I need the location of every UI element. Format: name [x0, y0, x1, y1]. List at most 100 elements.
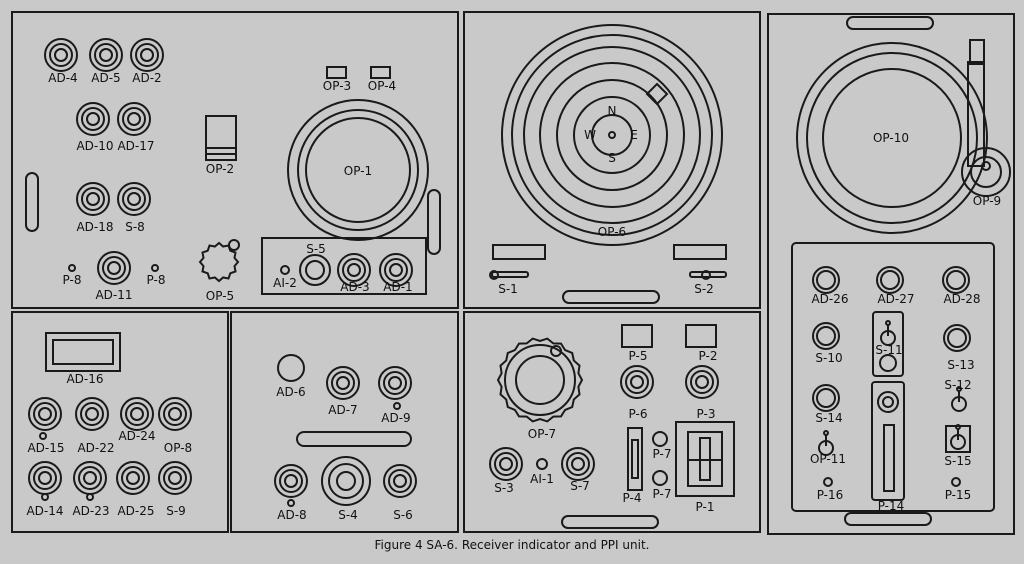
- label-ad6: AD-6: [276, 385, 305, 399]
- pilot-p7-lower: [652, 470, 668, 486]
- ppi-op6-ring-2: [523, 46, 701, 224]
- pilot-p15: [951, 477, 961, 487]
- ppi-op6-ring-5: [573, 96, 651, 174]
- jack-ad7-hole: [336, 376, 350, 390]
- jack-s3-ring: [494, 452, 518, 476]
- knob-s14: [812, 384, 840, 412]
- jack-s6-hole: [393, 474, 407, 488]
- knob-op7-ring: [504, 344, 576, 416]
- meter-ad16-window: [52, 339, 114, 365]
- pilot-ad15: [39, 432, 47, 440]
- panel-ppi-upper: [463, 11, 761, 309]
- label-ad22: AD-22: [77, 441, 114, 455]
- jack-ad3-ring: [342, 258, 366, 282]
- jack-ad5-hole: [99, 48, 113, 62]
- label-p8b: P-8: [147, 273, 166, 287]
- meter-p1: [675, 421, 735, 497]
- pilot-p8-right: [151, 264, 159, 272]
- jack-p3-hole: [695, 375, 709, 389]
- meter-p4: [627, 427, 643, 491]
- label-ad16: AD-16: [66, 372, 103, 386]
- label-ad15: AD-15: [27, 441, 64, 455]
- switch-plate-s11: [872, 311, 904, 377]
- label-ad23: AD-23: [72, 504, 109, 518]
- label-s10: S-10: [815, 351, 842, 365]
- meter-p5: [621, 324, 653, 348]
- jack-ad8: [274, 464, 308, 498]
- jack-ad3: [337, 253, 371, 287]
- label-ad11: AD-11: [95, 288, 132, 302]
- knob-s4-mid: [328, 463, 364, 499]
- label-ad24: AD-24: [118, 429, 155, 443]
- jack-s3-hole: [499, 457, 513, 471]
- label-ad17: AD-17: [117, 139, 154, 153]
- jack-s6-ring: [388, 469, 412, 493]
- label-op6: OP-6: [598, 225, 626, 239]
- label-ad8: AD-8: [277, 508, 306, 522]
- label-ad28: AD-28: [943, 292, 980, 306]
- pilot-p7-upper: [652, 431, 668, 447]
- jack-ad11-hole: [107, 261, 121, 275]
- jack-p6: [620, 365, 654, 399]
- label-p6: P-6: [629, 407, 648, 421]
- jack-ad1: [379, 253, 413, 287]
- panel-lower-left-a: [11, 311, 229, 533]
- arm-op9-top: [969, 39, 985, 65]
- jack-ad8-s8-ring: [122, 187, 146, 211]
- scope-op1-bezel: [287, 99, 429, 241]
- label-ad5: AD-5: [91, 71, 120, 85]
- knob-op5-screw: [228, 239, 240, 251]
- switch-plate-s5: [261, 237, 427, 295]
- knob-s10-inner: [816, 326, 836, 346]
- jack-ad18-ring: [81, 187, 105, 211]
- label-p3: P-3: [697, 407, 716, 421]
- meter-ad16: [45, 332, 121, 372]
- jack-ad24-ring: [125, 402, 149, 426]
- label-p7b: P-7: [653, 487, 672, 501]
- label-s3: S-3: [494, 481, 514, 495]
- jack-s9: [158, 461, 192, 495]
- toggle-s11-tip: [885, 320, 891, 326]
- jack-ad25: [116, 461, 150, 495]
- ppi-op6-ring-4: [556, 79, 668, 191]
- jack-ad9-ring: [383, 371, 407, 395]
- scope-op10-bezel: [796, 42, 988, 234]
- jack-ad11-ring: [102, 256, 126, 280]
- switch-s1-knob: [489, 270, 499, 280]
- jack-op8-ring: [163, 402, 187, 426]
- jack-ad17-hole: [127, 112, 141, 126]
- switch-s2-knob: [701, 270, 711, 280]
- label-s7: S-7: [570, 479, 590, 493]
- label-s5: S-5: [306, 242, 326, 256]
- pilot-p8-left: [68, 264, 76, 272]
- label-s8: S-8: [125, 220, 145, 234]
- label-ad10: AD-10: [76, 139, 113, 153]
- meter-p14-window: [883, 424, 895, 492]
- toggle-s12-tip: [956, 386, 962, 392]
- label-s14: S-14: [815, 411, 842, 425]
- jack-ad15: [28, 397, 62, 431]
- label-op4: OP-4: [368, 79, 396, 93]
- meter-p14: [871, 381, 905, 501]
- handle-right-top: [846, 16, 934, 30]
- lamp-op4: [370, 66, 391, 79]
- jack-ad4: [44, 38, 78, 72]
- panel-right: [767, 13, 1015, 535]
- label-p1: P-1: [696, 500, 715, 514]
- ppi-op6-ring-3: [539, 62, 685, 208]
- scope-op10-outer: [806, 52, 978, 224]
- meter-p2: [685, 324, 717, 348]
- indicator-ai1: [536, 458, 548, 470]
- switch-s11-base: [879, 354, 897, 372]
- panel-lower-left-b: [230, 311, 459, 533]
- label-op7: OP-7: [528, 427, 556, 441]
- label-op2: OP-2: [206, 162, 234, 176]
- label-ai2: AI-2: [273, 276, 297, 290]
- control-sub-panel: [791, 242, 995, 512]
- knob-ad27-inner: [880, 270, 900, 290]
- jack-op8-hole: [168, 407, 182, 421]
- pilot-ad9: [393, 402, 401, 410]
- label-ad1: AD-1: [383, 280, 412, 294]
- label-s: S: [608, 151, 616, 165]
- nameplate-s1: [492, 244, 546, 260]
